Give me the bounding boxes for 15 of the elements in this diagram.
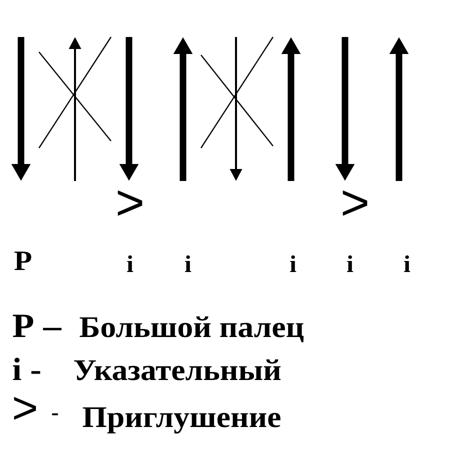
legend-key: P –	[12, 314, 62, 337]
legend-key: >	[14, 396, 36, 420]
finger-label: i	[404, 255, 410, 272]
legend-text: Большой палец	[80, 316, 304, 342]
accent-mark: >	[342, 190, 368, 216]
finger-label: i	[347, 255, 354, 272]
finger-label: P	[14, 252, 32, 270]
finger-label: i	[185, 255, 192, 272]
accent-mark: >	[118, 190, 142, 216]
finger-label: i	[127, 255, 134, 272]
legend-text: Приглушение	[82, 407, 280, 434]
legend-dash: -	[52, 413, 58, 416]
finger-label: i	[290, 255, 296, 272]
legend-key: i -	[12, 358, 40, 380]
legend-text: Указательный	[74, 359, 281, 380]
